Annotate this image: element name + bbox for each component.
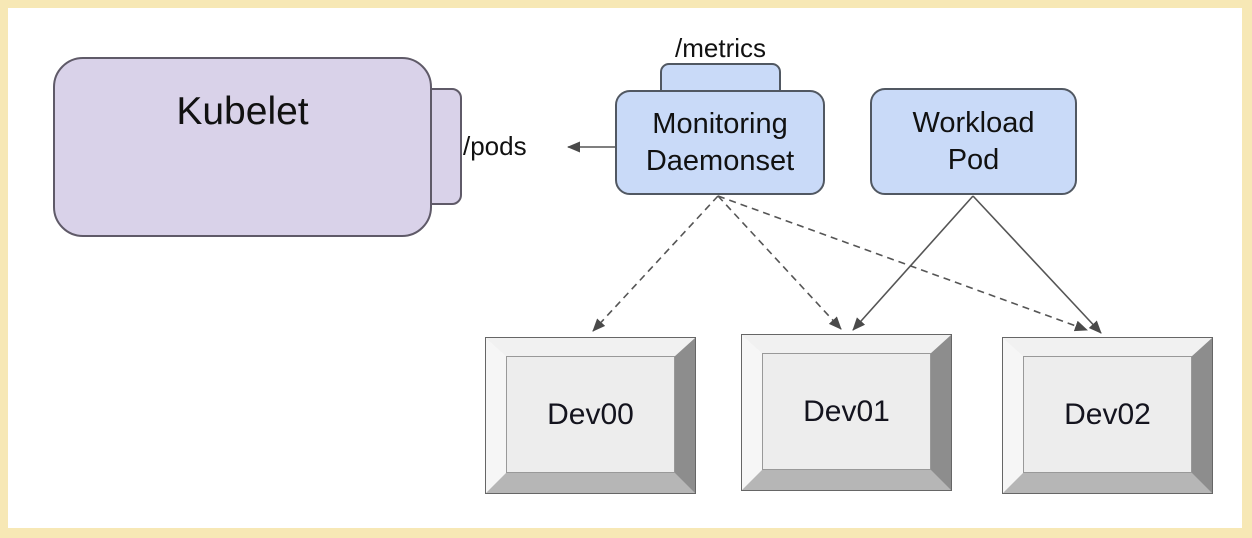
edge-monitoring-daemonset-to-dev01 bbox=[717, 195, 842, 330]
device-label: Dev01 bbox=[803, 394, 890, 428]
device-face: Dev00 bbox=[506, 356, 675, 473]
monitoring-daemonset-label: Monitoring Daemonset bbox=[645, 107, 795, 177]
device-dev00: Dev00 bbox=[485, 337, 696, 494]
device-bevel bbox=[486, 338, 695, 493]
monitoring-daemonset-node: Monitoring Daemonset bbox=[615, 90, 825, 195]
edge-workload-pod-to-dev02 bbox=[972, 195, 1102, 334]
device-dev01: Dev01 bbox=[741, 334, 952, 491]
device-label: Dev00 bbox=[547, 397, 634, 431]
device-face: Dev01 bbox=[762, 353, 931, 470]
kubelet-label: Kubelet bbox=[176, 90, 309, 133]
metrics-endpoint-label: /metrics bbox=[675, 33, 766, 63]
device-bevel bbox=[742, 335, 951, 490]
edge-lines bbox=[567, 141, 1102, 334]
pods-endpoint-label: /pods bbox=[463, 131, 527, 161]
kubelet-node: Kubelet bbox=[53, 57, 432, 237]
device-label: Dev02 bbox=[1064, 397, 1151, 431]
edge-workload-pod-to-dev01 bbox=[852, 195, 974, 331]
device-dev02: Dev02 bbox=[1002, 337, 1213, 494]
workload-pod-label: Workload Pod bbox=[912, 106, 1035, 176]
workload-pod-node: Workload Pod bbox=[870, 88, 1077, 195]
edge-monitoring-daemonset-to-dev00 bbox=[592, 195, 719, 332]
device-bevel bbox=[1003, 338, 1212, 493]
edge-monitoring-daemonset-to-dev02 bbox=[717, 195, 1088, 332]
device-face: Dev02 bbox=[1023, 356, 1192, 473]
